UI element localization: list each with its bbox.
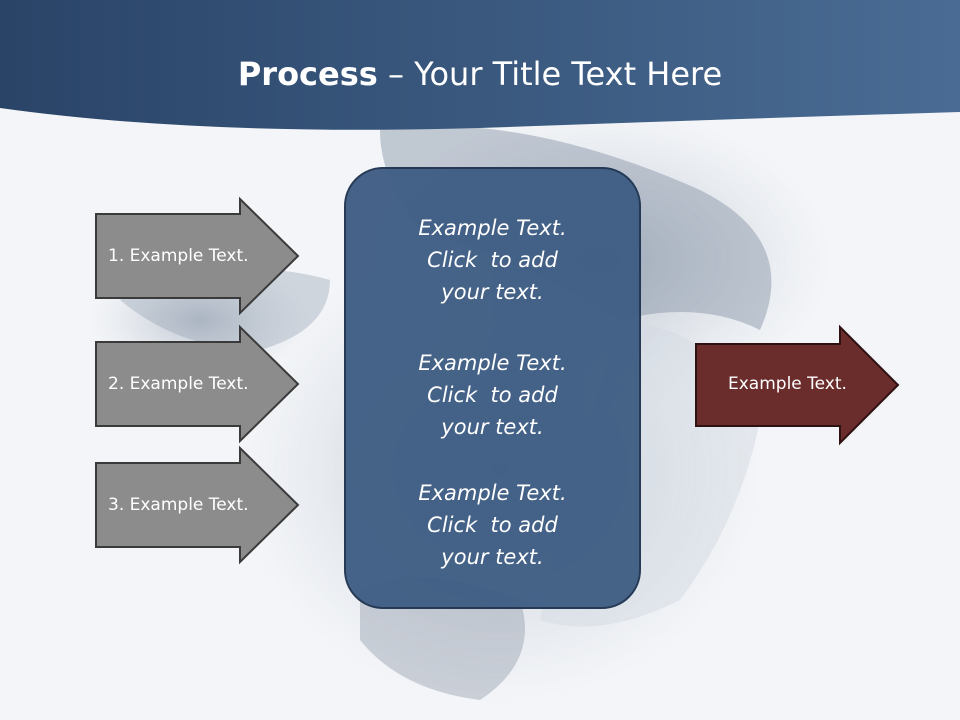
center-block-3-line-1: Example Text. bbox=[418, 481, 567, 505]
center-block-1-line-2: Click to add bbox=[427, 248, 558, 272]
header-banner bbox=[0, 0, 960, 130]
title-rest: – Your Title Text Here bbox=[377, 55, 723, 93]
center-block-1-line-3: your text. bbox=[441, 280, 544, 304]
page-title: Process – Your Title Text Here bbox=[0, 54, 960, 94]
center-text-block-1: Example Text. Click to add your text. bbox=[345, 212, 640, 308]
center-box bbox=[344, 167, 641, 609]
center-block-1-line-1: Example Text. bbox=[418, 216, 567, 240]
center-text-block-3: Example Text. Click to add your text. bbox=[345, 477, 640, 573]
input-arrow-2-label: 2. Example Text. bbox=[108, 374, 249, 394]
input-arrow-1 bbox=[95, 196, 300, 316]
input-arrow-1-label: 1. Example Text. bbox=[108, 246, 249, 266]
center-block-2-line-2: Click to add bbox=[427, 383, 558, 407]
center-block-3-line-2: Click to add bbox=[427, 513, 558, 537]
title-bold: Process bbox=[237, 55, 378, 93]
input-arrow-3 bbox=[95, 445, 300, 565]
output-arrow-label: Example Text. bbox=[728, 374, 847, 394]
input-arrow-2 bbox=[95, 324, 300, 444]
input-arrow-3-label: 3. Example Text. bbox=[108, 495, 249, 515]
center-block-2-line-3: your text. bbox=[441, 415, 544, 439]
center-block-2-line-1: Example Text. bbox=[418, 351, 567, 375]
center-block-3-line-3: your text. bbox=[441, 545, 544, 569]
center-text-block-2: Example Text. Click to add your text. bbox=[345, 347, 640, 443]
output-arrow bbox=[695, 324, 900, 446]
